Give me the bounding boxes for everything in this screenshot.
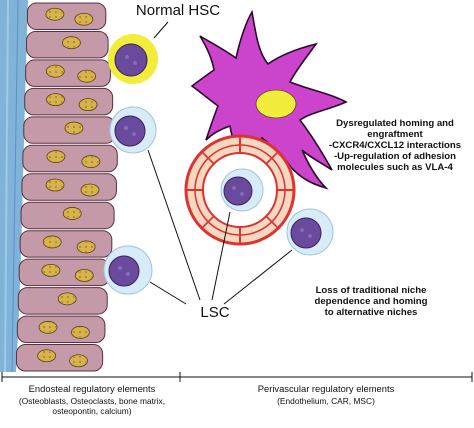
nucleus-texture	[78, 71, 95, 82]
text-line: molecules such as VLA-4	[337, 162, 453, 174]
nucleus-texture	[44, 236, 61, 247]
nucleus-texture	[47, 180, 64, 190]
stromal-nucleus	[255, 89, 297, 119]
pointer-lines	[147, 21, 293, 305]
nucleus-texture	[47, 66, 64, 77]
nucleus-texture	[46, 9, 63, 20]
osteoblast-cell	[19, 230, 113, 258]
nucleus-texture	[64, 208, 81, 219]
text-line: -CXCR4/CXCL12 interactions	[328, 140, 462, 152]
normal-hsc-label: Normal HSC	[135, 2, 221, 19]
osteoblast-cell	[25, 59, 111, 87]
nucleus-texture	[38, 350, 55, 361]
osteoblast-cell	[26, 2, 107, 30]
text-line: osteopontin, calcium)	[52, 405, 132, 416]
osteoblast-lining	[15, 2, 118, 372]
perivascular-subtitle: (Endothelium, CAR, MSC)	[277, 396, 375, 406]
nucleus-texture	[47, 94, 64, 105]
text-line: -Up-regulation of adhesion	[333, 151, 457, 163]
nucleus-texture	[70, 355, 87, 366]
endosteal-subtitle: (Osteoblasts, Osteoclasts, bone matrix, …	[0, 396, 184, 416]
nucleus-texture	[47, 151, 64, 162]
lsc-cell-perivascular	[286, 208, 334, 256]
lsc-cell-endosteal-bottom	[103, 245, 153, 295]
text-line: dependence and homing	[314, 296, 428, 308]
normal-hsc-cell	[108, 34, 158, 84]
nucleus-texture	[63, 37, 80, 48]
nucleus-texture	[80, 99, 97, 110]
osteoblast-cell	[18, 258, 111, 287]
osteoblast-cell	[16, 315, 106, 344]
osteoblast-cell	[15, 344, 104, 372]
nucleus-texture	[82, 156, 99, 167]
nucleus-texture	[59, 293, 76, 304]
nucleus-texture	[40, 322, 57, 333]
lsc-label: LSC	[200, 304, 230, 321]
osteoblast-cell	[24, 87, 114, 116]
osteoblast-cell	[21, 173, 117, 201]
perivascular-title: Perivascular regulatory elements	[257, 383, 395, 394]
nucleus-texture	[78, 241, 95, 252]
text-line: (Osteoblasts, Osteoclasts, bone matrix,	[18, 396, 166, 406]
osteoblast-cell	[22, 144, 118, 173]
text-line: Dysregulated homing and	[336, 118, 454, 129]
text-line: Loss of traditional niche	[315, 285, 427, 296]
text-line: to alternative niches	[324, 307, 418, 319]
lsc-cell-endosteal-top	[109, 106, 157, 154]
loss-niche-text: Loss of traditional niche dependence and…	[268, 285, 474, 318]
region-brackets	[1, 372, 473, 382]
nucleus-texture	[72, 327, 89, 338]
stromal-cell	[190, 9, 348, 190]
nucleus-texture	[76, 270, 93, 281]
nucleus-texture	[81, 185, 98, 195]
nucleus-texture	[75, 14, 92, 25]
nucleus-texture	[65, 123, 82, 134]
dysregulated-homing-text: Dysregulated homing and engraftment -CXC…	[315, 118, 474, 173]
nucleus-texture	[42, 265, 59, 276]
text-line: engraftment	[367, 129, 423, 141]
lsc-cell-vessel-lumen	[220, 168, 264, 212]
bone-surface	[0, 0, 28, 373]
endosteal-title: Endosteal regulatory elements	[28, 383, 156, 394]
